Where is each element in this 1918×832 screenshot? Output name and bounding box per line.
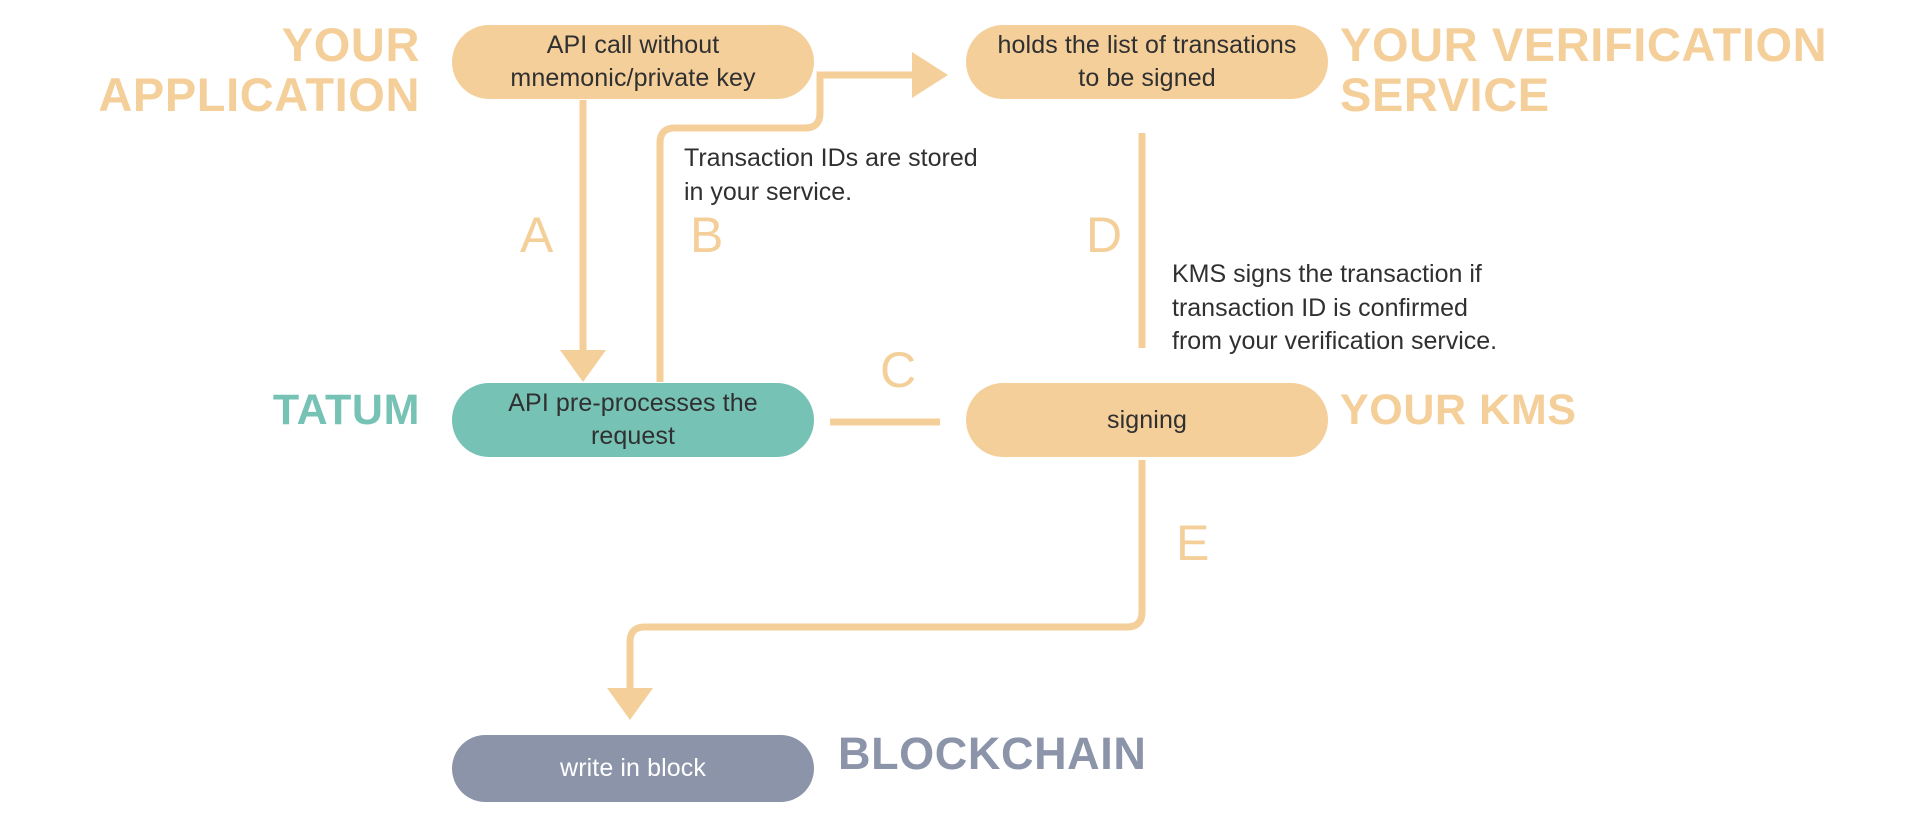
connector-e bbox=[607, 460, 1146, 720]
node-api-preprocess[interactable]: API pre-processes the request bbox=[452, 383, 814, 457]
node-holds-list[interactable]: holds the list of transations to be sign… bbox=[966, 25, 1328, 99]
node-api-call[interactable]: API call without mnemonic/private key bbox=[452, 25, 814, 99]
zone-label-tatum: TATUM bbox=[272, 386, 420, 434]
node-signing[interactable]: signing bbox=[966, 383, 1328, 457]
step-letter-b: B bbox=[690, 207, 724, 263]
step-letter-c: C bbox=[880, 342, 917, 398]
annotation-kms-signs: KMS signs the transaction if transaction… bbox=[1172, 260, 1498, 355]
node-write-in-block[interactable]: write in block bbox=[452, 735, 814, 802]
annotation-transaction-ids: Transaction IDs are stored in your servi… bbox=[684, 144, 978, 206]
step-letter-a: A bbox=[520, 207, 554, 263]
step-letter-d: D bbox=[1086, 207, 1123, 263]
zone-label-your-kms: YOUR KMS bbox=[1340, 386, 1577, 434]
zone-label-your-application: YOUR APPLICATION bbox=[98, 18, 420, 121]
step-letter-e: E bbox=[1176, 515, 1210, 571]
zone-label-your-verification-service: YOUR VERIFICATION SERVICE bbox=[1340, 18, 1828, 121]
zone-label-blockchain: BLOCKCHAIN bbox=[838, 728, 1147, 779]
connector-a bbox=[560, 100, 606, 382]
